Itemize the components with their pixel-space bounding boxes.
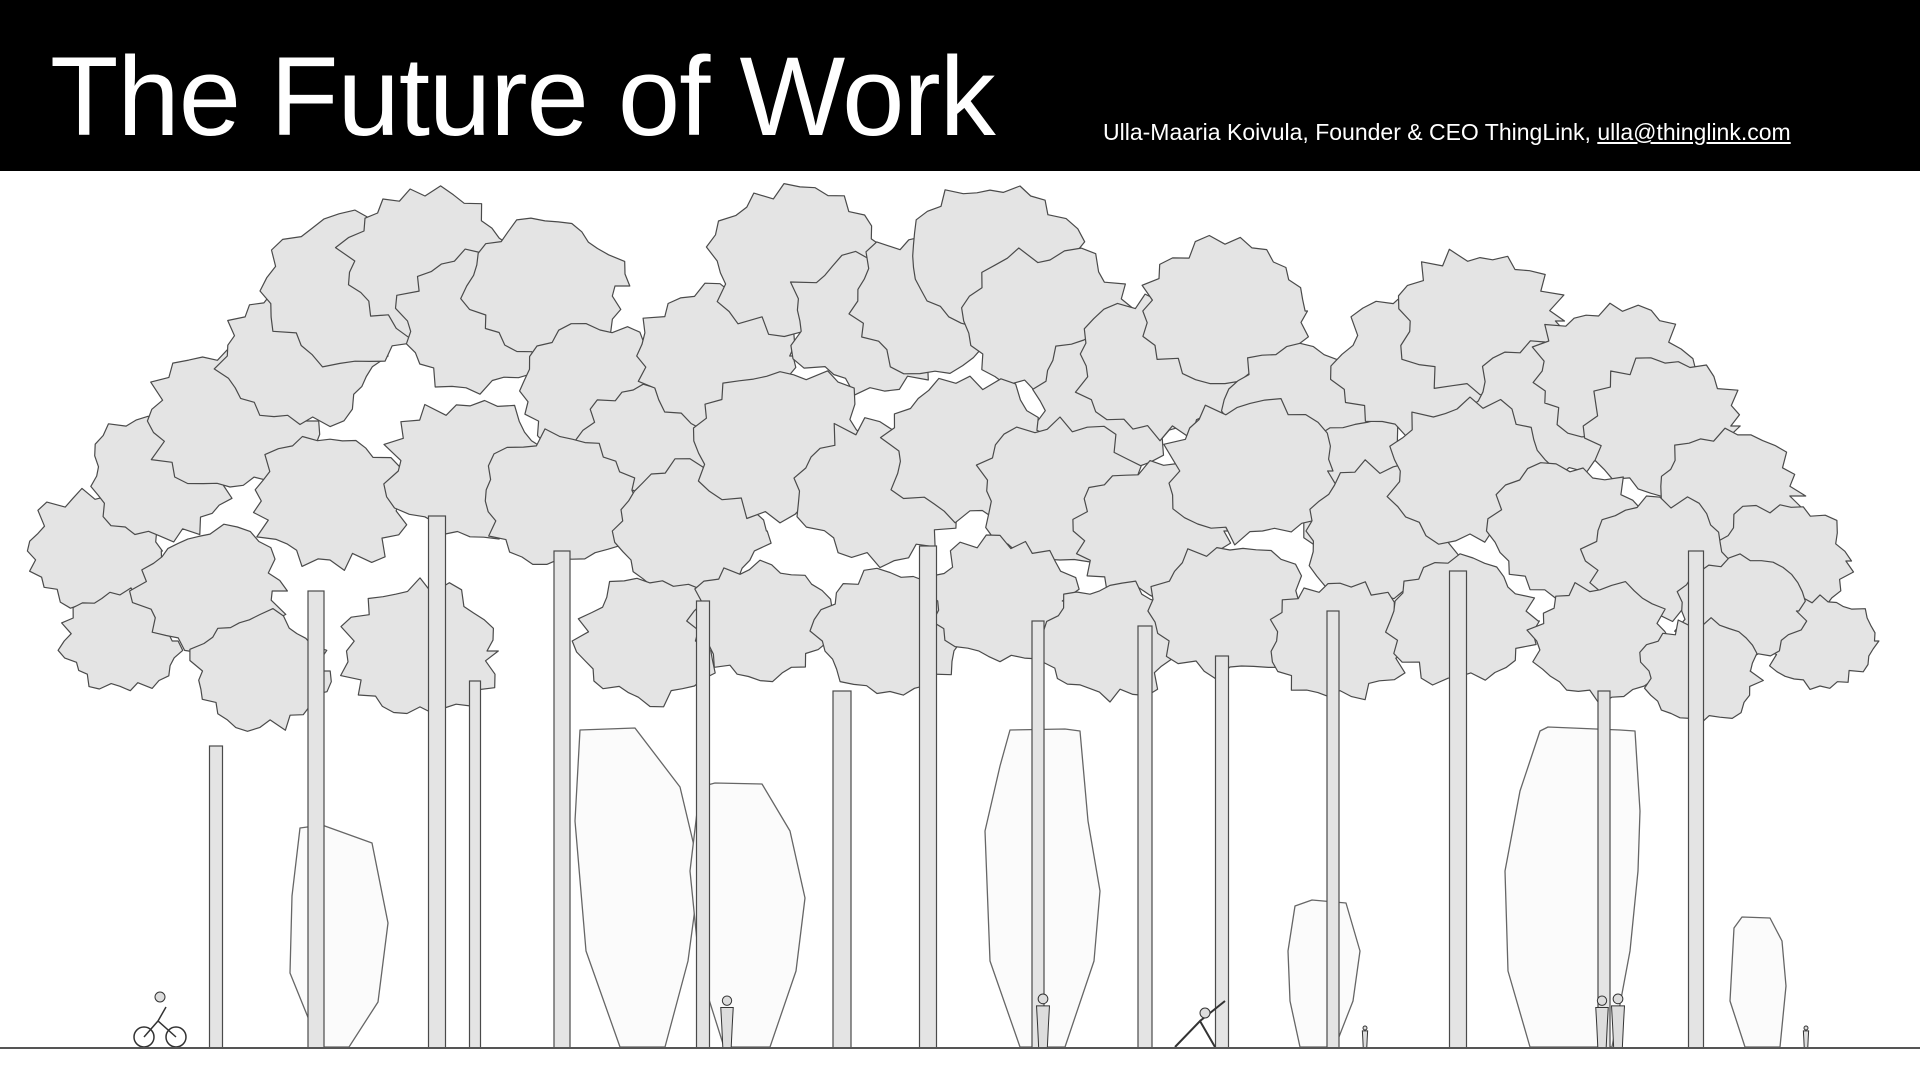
tree-trunk [1597, 690, 1611, 1049]
pod-structure [289, 824, 389, 1048]
tree-trunk [427, 515, 447, 1049]
tree-trunk [1687, 550, 1705, 1049]
tree-trunk [695, 600, 711, 1049]
title-bar: The Future of Work Ulla-Maaria Koivula, … [0, 0, 1920, 171]
tree-trunks [208, 515, 1705, 1049]
tree-trunk [1214, 655, 1230, 1049]
tree-trunk [1137, 625, 1153, 1049]
pod-structure [1287, 899, 1361, 1048]
author-credit: Ulla-Maaria Koivula, Founder & CEO Thing… [1103, 119, 1598, 145]
tree-trunk [1448, 570, 1468, 1049]
tree-trunk [208, 745, 224, 1049]
pod-structure [1729, 916, 1787, 1048]
tree-trunk [832, 690, 852, 1049]
cyclist-figure [133, 991, 187, 1048]
tree-trunk [468, 680, 482, 1049]
tree-trunk [1031, 620, 1045, 1049]
foliage-clump [1526, 581, 1674, 706]
foliage-clump [189, 608, 332, 732]
slide-title: The Future of Work [50, 34, 996, 159]
author-byline: Ulla-Maaria Koivula, Founder & CEO Thing… [1103, 119, 1791, 146]
person-figure [720, 995, 734, 1049]
person-figure [1361, 1025, 1369, 1049]
tree-trunk [1326, 610, 1340, 1049]
foliage-clump [686, 559, 833, 683]
tree-trunk [918, 545, 938, 1049]
foliage-clump [340, 577, 499, 715]
yoga-figure [1174, 1000, 1226, 1048]
email-link[interactable]: ulla@thinglink.com [1597, 119, 1791, 145]
foliage-clump [252, 435, 408, 571]
foliage-clump [484, 428, 640, 565]
forest-illustration [0, 183, 1920, 1049]
tree-canopy [26, 183, 1880, 732]
pod-structure [574, 727, 701, 1048]
foliage-clump [1163, 398, 1336, 546]
foliage-clump [1147, 547, 1313, 680]
tree-trunk [553, 550, 571, 1049]
tree-trunk [307, 590, 325, 1049]
person-figure [1802, 1025, 1810, 1049]
